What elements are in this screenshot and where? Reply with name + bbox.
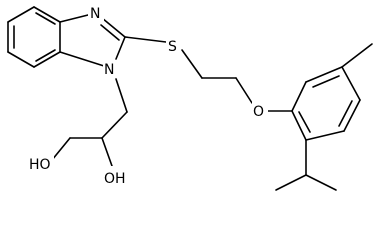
bond (291, 110, 307, 141)
isopropyl-bond (275, 174, 307, 191)
oxygen-ether-label: O (253, 104, 264, 120)
phenyl-ring (275, 43, 373, 191)
bond (181, 49, 203, 79)
bond (59, 14, 89, 23)
hydroxyl-primary-label: HO (29, 157, 51, 173)
double-bond-inner (100, 24, 120, 41)
bond (101, 137, 113, 167)
nitrogen-1-label: N (104, 62, 114, 78)
bond (7, 51, 35, 68)
thioether-chain (124, 36, 293, 112)
propanediol-chain (51, 78, 128, 167)
bond (33, 51, 61, 68)
sulfur-label: S (168, 39, 177, 55)
imidazole-ring (59, 14, 126, 67)
bond (305, 66, 343, 83)
aromatic-inner-bond (35, 12, 56, 25)
atom-labels: N N S O HO OH (28, 3, 268, 187)
bond (341, 66, 361, 101)
bond (33, 6, 61, 23)
aromatic-inner-bond (338, 100, 353, 127)
aromatic-inner-bond (312, 75, 340, 88)
bond (101, 111, 128, 139)
bond (115, 78, 128, 113)
benzene-ring-fused (7, 6, 61, 68)
hydroxyl-secondary-label: OH (104, 171, 126, 187)
aromatic-inner-bond (35, 49, 56, 62)
bond (51, 137, 71, 161)
bond (7, 6, 35, 23)
aromatic-inner-bond (298, 111, 311, 133)
nitrogen-3-label: N (90, 6, 100, 22)
bond (305, 130, 345, 141)
bond (101, 17, 126, 38)
bond (124, 36, 167, 43)
bond (59, 51, 105, 67)
bond (235, 77, 253, 104)
bond (291, 81, 307, 112)
methyl-bond (341, 43, 373, 68)
chemical-structure-diagram: N N S O HO OH (7, 3, 373, 191)
bond (115, 36, 126, 60)
bond (343, 99, 361, 132)
isopropyl-bond (305, 174, 337, 191)
